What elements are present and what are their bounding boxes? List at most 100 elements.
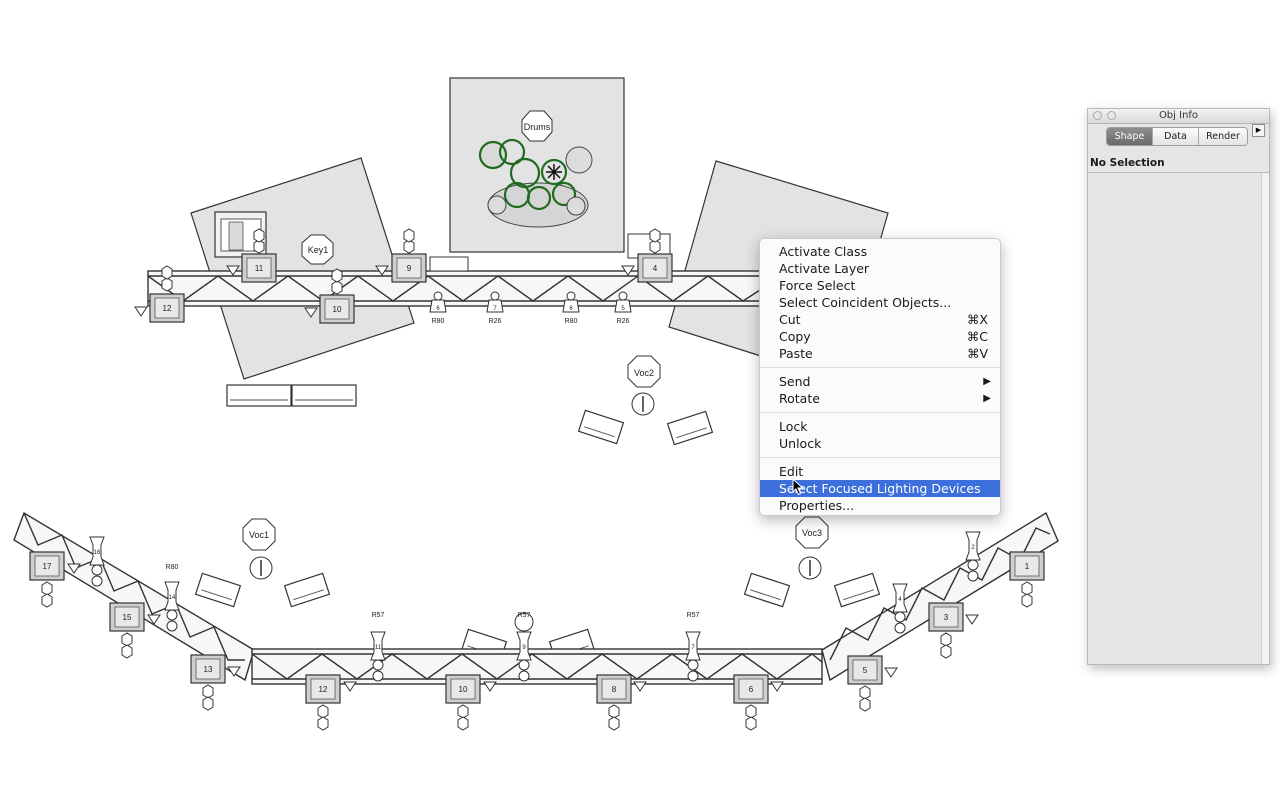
mouse-cursor-icon <box>792 478 804 496</box>
tab-data[interactable]: Data <box>1153 128 1199 145</box>
menu-item-edit[interactable]: Edit <box>760 463 1000 480</box>
upper-fixture[interactable]: 12 <box>149 293 185 323</box>
menu-item-label: Cut <box>779 312 801 327</box>
voc1-mic[interactable]: Voc1 <box>242 518 276 580</box>
menu-item-label: Unlock <box>779 436 822 451</box>
menu-item-rotate[interactable]: Rotate▶ <box>760 390 1000 407</box>
svg-text:R80: R80 <box>166 564 179 571</box>
palette-divider <box>1088 172 1269 173</box>
menu-item-select-focused-lighting-devices[interactable]: Select Focused Lighting Devices <box>760 480 1000 497</box>
palette-scrollbar[interactable] <box>1261 173 1269 664</box>
lower-fixture[interactable]: 1 <box>1009 551 1045 581</box>
lower-hang-unit[interactable]: 11 R57 <box>370 612 386 682</box>
lower-fixture[interactable]: 10 <box>445 674 481 704</box>
svg-text:16: 16 <box>94 550 101 556</box>
menu-item-copy[interactable]: Copy⌘C <box>760 328 1000 345</box>
palette-tabs: Shape Data Render <box>1106 127 1248 146</box>
lower-fixture[interactable]: 13 <box>190 654 226 684</box>
menu-item-label: Paste <box>779 346 813 361</box>
menu-item-select-coincident[interactable]: Select Coincident Objects... <box>760 294 1000 311</box>
lower-fixture[interactable]: 12 <box>305 674 341 704</box>
lower-fixture[interactable]: 5 <box>847 655 883 685</box>
menu-item-activate-layer[interactable]: Activate Layer <box>760 260 1000 277</box>
selection-status: No Selection <box>1090 157 1165 169</box>
svg-text:10: 10 <box>459 685 468 694</box>
key1-label: Key1 <box>308 245 329 255</box>
palette-titlebar[interactable]: Obj Info <box>1088 109 1269 124</box>
menu-separator <box>760 457 1000 458</box>
voc3-label: Voc3 <box>802 528 822 538</box>
menu-item-label: Activate Layer <box>779 261 870 276</box>
svg-text:R57: R57 <box>372 612 385 619</box>
context-menu: Activate Class Activate Layer Force Sele… <box>759 238 1001 516</box>
menu-item-cut[interactable]: Cut ⌘X <box>760 311 1000 328</box>
lower-hang-unit[interactable]: 4 <box>892 583 908 634</box>
menu-item-label: Select Coincident Objects... <box>779 295 952 310</box>
svg-text:12: 12 <box>163 304 172 313</box>
lower-fixture[interactable]: 6 <box>733 674 769 704</box>
lower-hang-unit[interactable]: 2 <box>965 531 981 582</box>
upper-fixture[interactable]: 9 <box>391 253 427 283</box>
menu-item-properties[interactable]: Properties... <box>760 497 1000 514</box>
stage-wedge <box>291 384 357 407</box>
svg-text:11: 11 <box>375 645 382 651</box>
menu-item-activate-class[interactable]: Activate Class <box>760 243 1000 260</box>
menu-item-paste[interactable]: Paste⌘V <box>760 345 1000 362</box>
drums-label-octagon <box>521 110 553 142</box>
menu-item-lock[interactable]: Lock <box>760 418 1000 435</box>
svg-text:4: 4 <box>898 597 902 603</box>
menu-item-label: Edit <box>779 464 804 479</box>
menu-separator <box>760 367 1000 368</box>
tab-render[interactable]: Render <box>1199 128 1247 145</box>
shortcut-label: ⌘X <box>966 312 988 327</box>
svg-text:7: 7 <box>493 306 497 312</box>
palette-menu-arrow-icon[interactable]: ▶ <box>1252 124 1265 137</box>
lower-fixture[interactable]: 17 <box>29 551 65 581</box>
svg-text:3: 3 <box>944 613 949 622</box>
svg-text:R57: R57 <box>518 612 531 619</box>
voc2-mic[interactable]: Voc2 <box>627 355 661 416</box>
tab-shape[interactable]: Shape <box>1107 128 1153 145</box>
svg-text:10: 10 <box>333 305 342 314</box>
stage-wedge <box>226 384 292 407</box>
collapse-button[interactable] <box>1107 111 1116 120</box>
menu-item-label: Force Select <box>779 278 856 293</box>
menu-item-force-select[interactable]: Force Select <box>760 277 1000 294</box>
upper-fixture[interactable]: 11 <box>241 253 277 283</box>
svg-text:R80: R80 <box>432 318 445 325</box>
drums-label: Drums <box>524 122 551 132</box>
lower-fixture[interactable]: 8 <box>596 674 632 704</box>
palette-title: Obj Info <box>1158 110 1199 121</box>
voc1-label: Voc1 <box>249 530 269 540</box>
menu-item-label: Copy <box>779 329 811 344</box>
voc2-label: Voc2 <box>634 368 654 378</box>
drum-kit: Drums <box>478 110 593 228</box>
submenu-arrow-icon: ▶ <box>983 393 991 404</box>
menu-item-label: Select Focused Lighting Devices <box>779 481 981 496</box>
upper-fixture[interactable]: 10 <box>319 294 355 324</box>
lower-truss <box>13 511 1059 685</box>
svg-text:2: 2 <box>971 545 975 551</box>
svg-text:5: 5 <box>621 306 625 312</box>
svg-text:8: 8 <box>612 685 617 694</box>
menu-item-send[interactable]: Send▶ <box>760 373 1000 390</box>
menu-item-label: Send <box>779 374 811 389</box>
svg-text:R26: R26 <box>617 318 630 325</box>
lower-fixture[interactable]: 15 <box>109 602 145 632</box>
svg-text:R26: R26 <box>489 318 502 325</box>
lower-hang-unit[interactable]: 16 <box>89 536 105 587</box>
upper-fixture[interactable]: 4 <box>637 253 673 283</box>
svg-text:6: 6 <box>436 306 440 312</box>
voc3-mic[interactable]: Voc3 <box>795 516 829 580</box>
lower-fixture[interactable]: 3 <box>928 602 964 632</box>
svg-text:4: 4 <box>653 264 658 273</box>
close-button[interactable] <box>1093 111 1102 120</box>
menu-item-unlock[interactable]: Unlock <box>760 435 1000 452</box>
